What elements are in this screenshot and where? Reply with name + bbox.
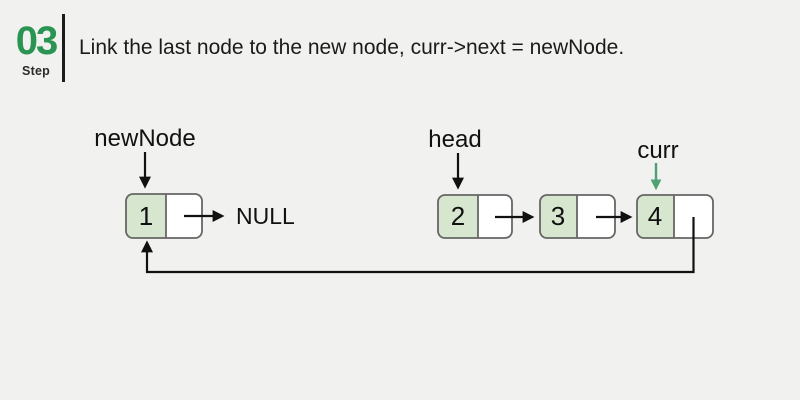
page-title: Link the last node to the new node, curr… (79, 36, 625, 59)
linked-list-diagram: newNode head curr 1 NULL 2 (94, 125, 714, 274)
head-pointer-label: head (428, 126, 481, 153)
list-node-3: 3 (539, 194, 616, 239)
header: 03 Step Link the last node to the new no… (0, 0, 800, 96)
title-wrap: Link the last node to the new node, curr… (79, 0, 790, 96)
curr-pointer-label: curr (637, 137, 678, 164)
node-value: 3 (551, 201, 565, 231)
node-value: 1 (139, 201, 153, 231)
step-label: Step (22, 63, 50, 78)
header-divider (62, 14, 65, 82)
list-node-4: 4 (636, 194, 714, 239)
newnode-pointer-label: newNode (94, 125, 195, 152)
step-badge: 03 Step (0, 0, 72, 96)
step-number: 03 (15, 18, 58, 63)
null-label: NULL (236, 203, 295, 229)
list-node-1: 1 (125, 193, 203, 239)
node-value: 2 (451, 201, 465, 231)
node-value: 4 (648, 201, 662, 231)
list-node-2: 2 (437, 194, 513, 239)
curr-next-to-newnode-arrow (141, 217, 695, 274)
